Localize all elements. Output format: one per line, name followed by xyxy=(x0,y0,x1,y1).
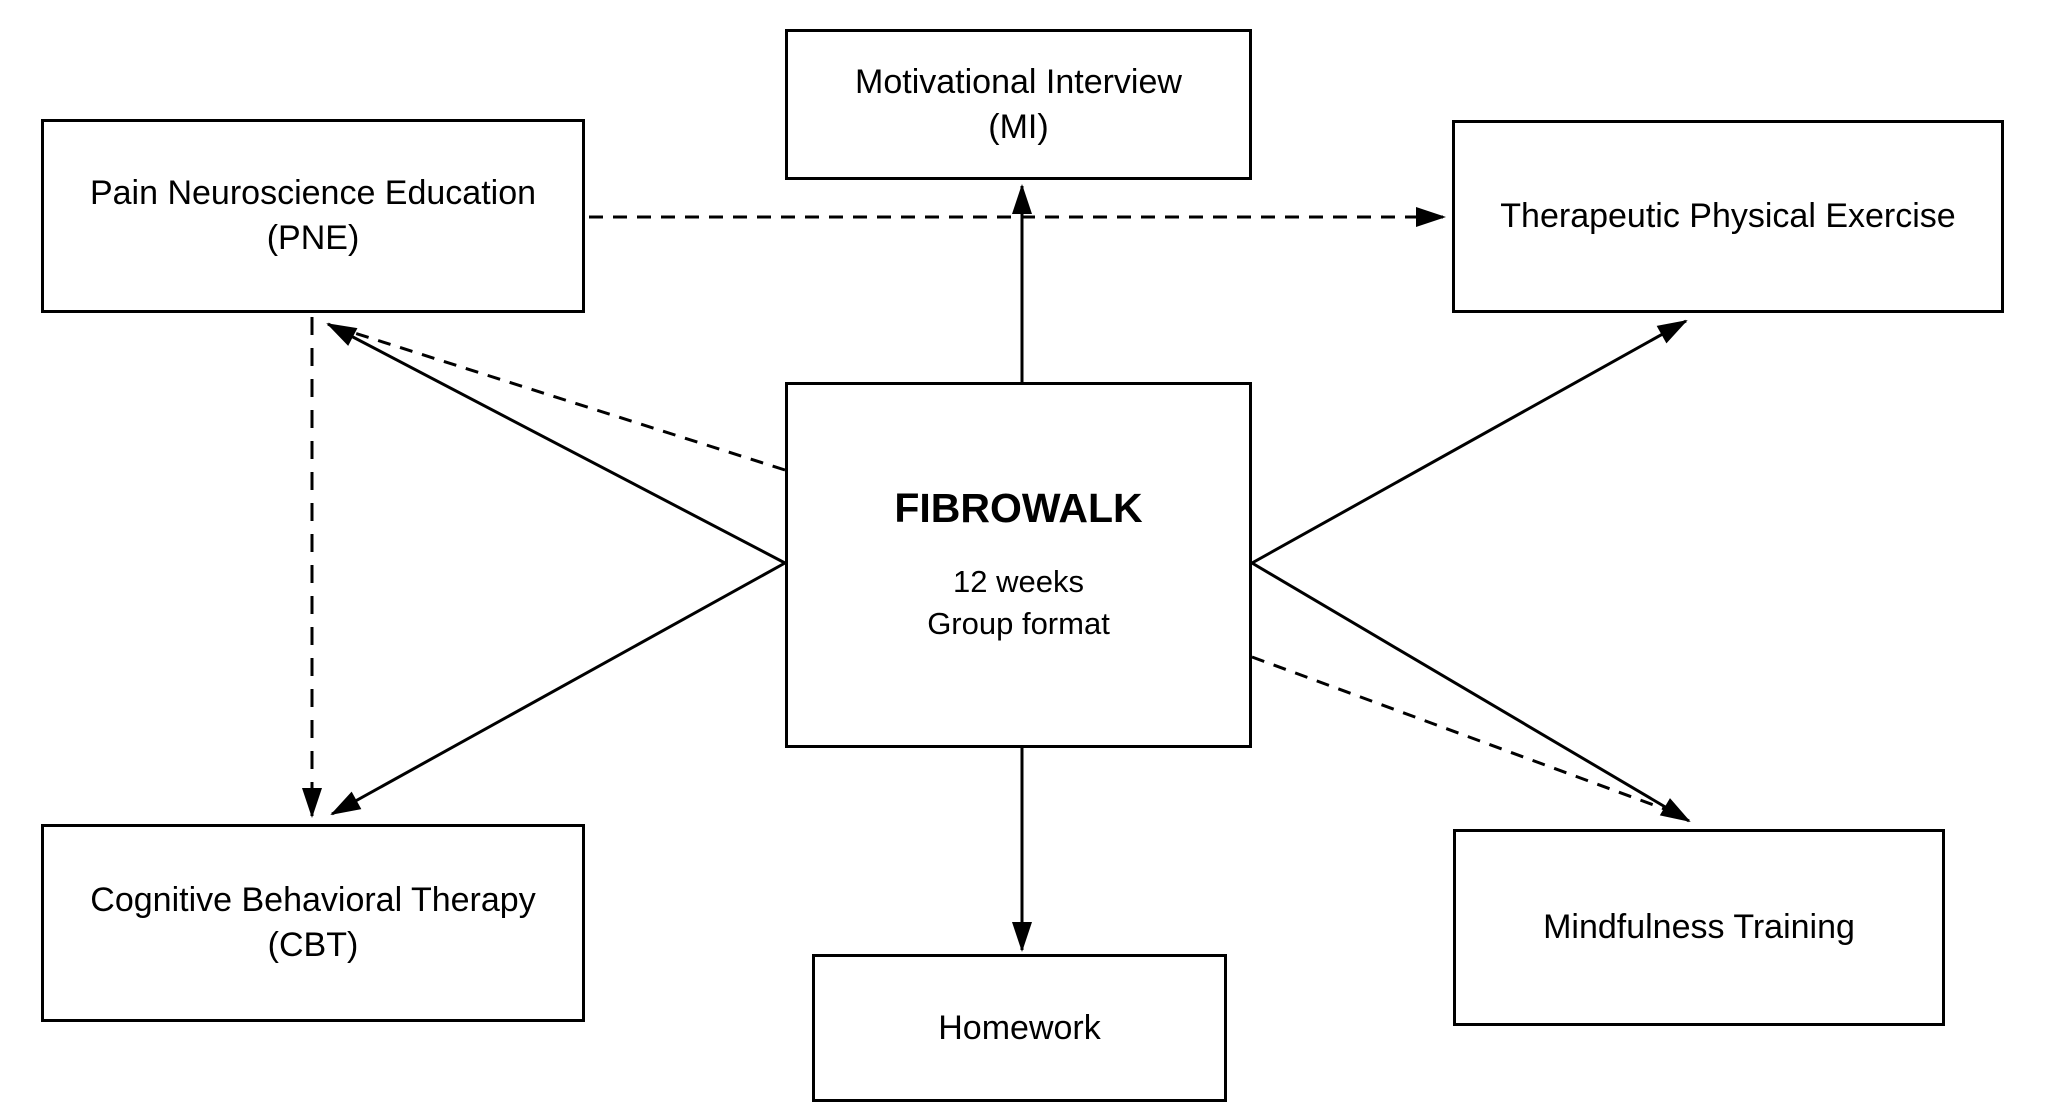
fibrowalk-format: Group format xyxy=(927,606,1110,641)
node-label-abbrev: (PNE) xyxy=(266,219,360,257)
node-label: Mindfulness Training xyxy=(1543,908,1855,946)
edge-fibrowalk-to-mindfulness-dashed xyxy=(1251,655,1671,813)
fibrowalk-duration: 12 weeks xyxy=(953,564,1084,599)
edge-fibrowalk-to-cbt xyxy=(330,561,786,816)
node-mindfulness-training: Mindfulness Training xyxy=(1453,829,1945,1026)
fibrowalk-title: FIBROWALK xyxy=(894,485,1143,531)
node-motivational-interview: Motivational Interview (MI) xyxy=(785,29,1252,180)
edge-fibrowalk-to-pne-dashed xyxy=(341,327,786,472)
node-label: Therapeutic Physical Exercise xyxy=(1500,197,1956,235)
node-pain-neuroscience-education: Pain Neuroscience Education (PNE) xyxy=(41,119,585,313)
node-label: Pain Neuroscience Education xyxy=(89,174,537,212)
node-label-abbrev: (MI) xyxy=(988,107,1049,146)
node-label: Cognitive Behavioral Therapy xyxy=(90,881,536,919)
edge-fibrowalk-to-mindfulness-solid xyxy=(1251,561,1691,823)
edge-fibrowalk-to-pne-solid xyxy=(326,322,786,565)
node-label: Motivational Interview xyxy=(855,62,1182,101)
node-label-abbrev: (CBT) xyxy=(267,926,359,964)
node-cognitive-behavioral-therapy: Cognitive Behavioral Therapy (CBT) xyxy=(41,824,585,1022)
node-label: Homework xyxy=(938,1008,1101,1047)
node-fibrowalk: FIBROWALK 12 weeks Group format xyxy=(785,382,1252,748)
edge-fibrowalk-to-tpe xyxy=(1251,319,1688,565)
node-therapeutic-physical-exercise: Therapeutic Physical Exercise xyxy=(1452,120,2004,313)
node-homework: Homework xyxy=(812,954,1227,1102)
